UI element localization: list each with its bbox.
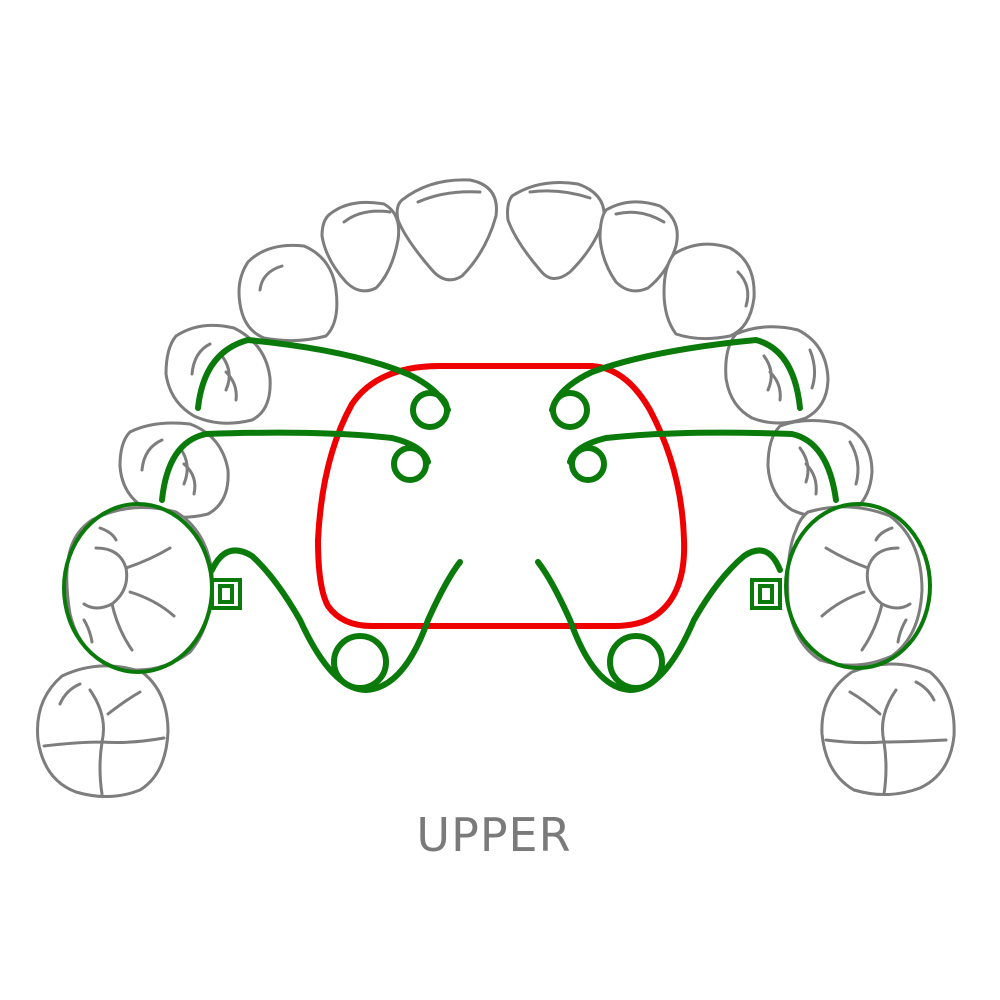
- finger-spring-upper-right: [549, 337, 803, 430]
- tooth-upper-second-molar-right: [820, 662, 956, 797]
- tooth-upper-first-premolar-left: [164, 323, 272, 425]
- tooth-upper-second-molar-left: [36, 664, 170, 799]
- tooth-upper-central-right: [506, 181, 606, 280]
- finger-spring-lower-right: [567, 429, 839, 503]
- tooth-upper-lateral-right: [598, 200, 679, 293]
- tooth-upper-second-premolar-left: [118, 421, 230, 519]
- arch-label: UPPER: [416, 808, 572, 862]
- tooth-upper-first-molar-right: [786, 505, 924, 667]
- tooth-upper-canine-right: [662, 242, 756, 341]
- tooth-upper-central-left: [395, 178, 498, 282]
- buccal-spring-left: [209, 547, 463, 693]
- acrylic-palatal-plate: [315, 363, 688, 629]
- finger-spring-upper-left: [195, 337, 451, 430]
- molar-band-right: [750, 502, 932, 670]
- buccal-spring-right: [535, 547, 783, 693]
- molar-band-left: [62, 502, 242, 674]
- tooth-upper-first-premolar-right: [724, 325, 830, 425]
- tooth-upper-canine-left: [237, 243, 339, 343]
- finger-spring-lower-left: [159, 429, 431, 503]
- tooth-upper-lateral-left: [320, 200, 401, 293]
